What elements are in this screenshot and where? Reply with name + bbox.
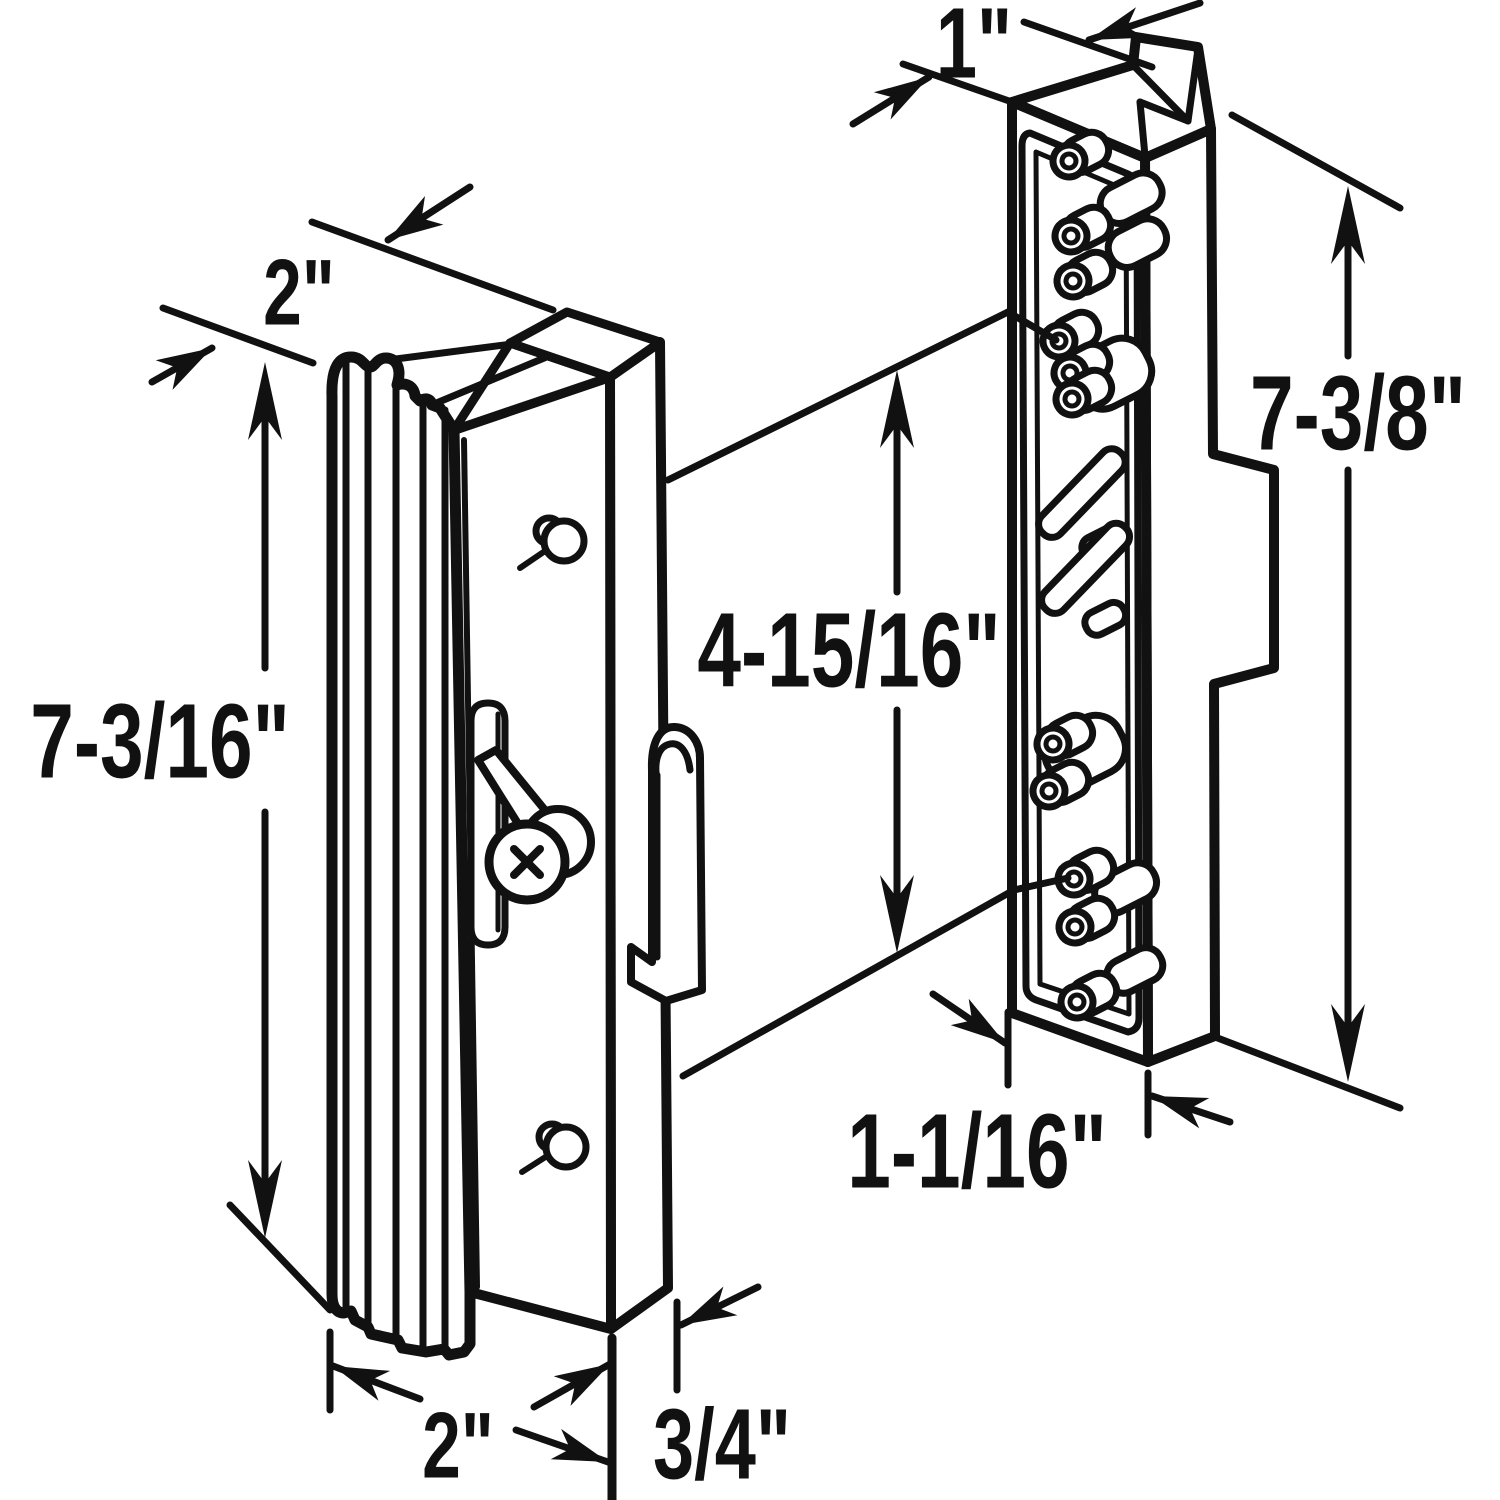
keeper-plate — [1007, 32, 1279, 1067]
dim-hook-spacing-label: 4-15/16" — [697, 591, 1000, 709]
arrow-right-icon — [553, 1364, 610, 1406]
grip-ridges — [326, 340, 553, 1361]
arrow-down-left-icon — [1089, 7, 1147, 41]
arrow-up-icon — [880, 370, 914, 448]
arrow-down-left-icon — [388, 196, 444, 240]
arrow-down-icon — [880, 875, 914, 953]
dim-handle-height-label: 7-3/16" — [30, 682, 290, 800]
dim-plate-height — [1211, 111, 1404, 1112]
dim-plate-width — [849, 0, 1204, 128]
arrow-up-right-icon — [155, 348, 212, 390]
latch-lever — [467, 699, 595, 949]
plate-top-edges — [1129, 45, 1202, 160]
dim-plate-height-label: 7-3/8" — [1250, 354, 1466, 472]
arrow-left-icon — [333, 1366, 391, 1401]
dim-hook-spacing — [664, 308, 1072, 1080]
dim-base-depth-label: 3/4" — [653, 1388, 791, 1500]
plate-channel-inner — [1033, 149, 1132, 1017]
dim-plate-depth-label: 1-1/16" — [847, 1092, 1107, 1210]
arrow-down-left-icon — [681, 1286, 738, 1325]
arrow-up-icon — [1331, 186, 1365, 264]
dim-base-depth — [512, 1283, 762, 1466]
arrow-up-left-icon — [1152, 1096, 1210, 1129]
arrow-right-icon — [550, 1428, 608, 1462]
arrow-up-right-icon — [873, 77, 929, 120]
dim-grip-width — [148, 183, 557, 390]
handle-top-face — [505, 307, 665, 382]
dimension-annotations — [148, 0, 1404, 1500]
arrow-down-icon — [248, 1160, 282, 1238]
dim-plate-depth — [929, 990, 1234, 1139]
dim-grip-width-label: 2" — [263, 239, 335, 345]
arrow-up-icon — [248, 362, 282, 440]
keeper-bosses — [1029, 128, 1171, 1022]
arrow-down-icon — [1331, 1004, 1365, 1082]
arrow-down-right-icon — [950, 998, 1005, 1043]
mount-screw-bottom — [519, 1120, 590, 1175]
dimension-labels: 2" 7-3/16" 2" 3/4" 1" 7-3/8" 4-15/16" 1-… — [30, 0, 1466, 1500]
plate-side-flange — [1140, 124, 1279, 1067]
dim-handle-height — [226, 362, 334, 1314]
handle-assembly — [326, 307, 706, 1361]
hook-latch — [627, 723, 706, 1005]
mount-screw-top — [517, 514, 588, 571]
phillips-cross-icon — [510, 845, 544, 879]
dim-base-width — [326, 1328, 617, 1500]
dim-base-width-label: 2" — [422, 1392, 494, 1498]
dim-plate-width-label: 1" — [936, 0, 1012, 99]
